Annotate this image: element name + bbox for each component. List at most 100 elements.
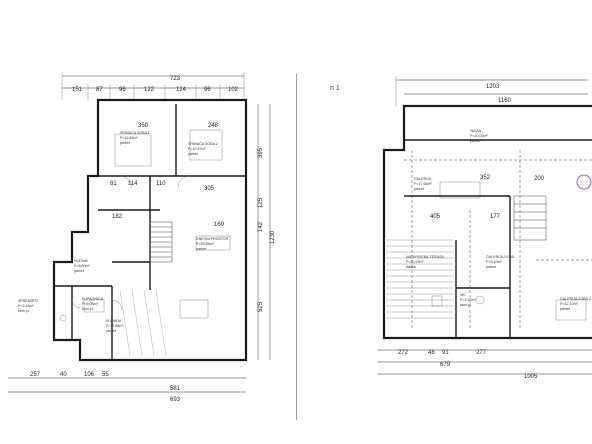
right-bottom-dim: 91: [442, 350, 449, 356]
right-inner-dim: 177: [490, 214, 501, 220]
left-vert-dim: 125: [258, 197, 264, 208]
room-area: P=2,67m²: [460, 298, 476, 302]
right-inner-dim: 352: [480, 175, 491, 181]
left-inner-dim: 248: [208, 123, 219, 129]
room-name: WC: [460, 293, 466, 297]
room-name: GALERIJA SOBA 2: [560, 297, 591, 301]
room-area: P=20,00m²: [470, 134, 488, 138]
left-staircase: [149, 221, 173, 263]
room-floor: parket: [486, 265, 496, 269]
left-furniture: [59, 129, 231, 322]
left-floor-plan: 723 151 87 96 122 124 96 102: [8, 72, 276, 403]
left-room-labels: SPAVAĆA SOBA 1 P=15,86m² parket SPAVAĆA …: [18, 130, 229, 333]
room-name: HODNIK: [74, 259, 89, 263]
room-floor: parket: [120, 141, 130, 145]
room-name: SPAVAĆA SOBA 2: [188, 141, 218, 146]
room-floor: parket: [188, 152, 198, 156]
right-bottom-dim: 48: [428, 350, 435, 356]
right-inner-dim: 200: [534, 176, 545, 182]
left-bottom-dim: 106: [84, 372, 95, 378]
right-top-dimensions: 1203 1160: [395, 76, 588, 106]
highlight-marker: [576, 174, 592, 190]
right-furniture: [431, 181, 587, 321]
right-bottom-dim: 277: [476, 350, 487, 356]
left-inner-dim: 110: [156, 181, 166, 187]
room-area: P=10,57m²: [188, 147, 206, 151]
left-dim-seg: 122: [144, 87, 155, 93]
room-name: KUHINJA: [106, 319, 122, 323]
right-floor-plan: n 1 1203 1160: [330, 76, 592, 380]
left-inner-dim: 114: [128, 181, 138, 187]
room-area: P=15,86m²: [120, 136, 138, 140]
room-area: P=6,10m²: [486, 260, 502, 264]
room-area: P=5,08m²: [82, 302, 98, 306]
left-inner-dim: 169: [214, 222, 225, 228]
room-floor: kam.pl.: [18, 309, 30, 313]
left-bottom-dim: 581: [170, 386, 181, 392]
left-vert-dim: 142: [258, 221, 264, 232]
right-top-dim: 1203: [486, 84, 500, 90]
room-floor: parket: [560, 307, 570, 311]
right-staircase: [513, 195, 547, 241]
room-name: GALERIJA SOBA: [486, 255, 515, 259]
room-area: P=17,65m²: [414, 182, 432, 186]
room-name: SPREMIŠTE: [18, 298, 39, 303]
room-floor: parket: [74, 269, 84, 273]
left-dim-seg: 96: [119, 87, 126, 93]
right-inner-dim: 405: [430, 214, 441, 220]
room-name: TAVAN: [470, 129, 482, 133]
left-hatch: [119, 289, 167, 357]
left-bottom-total: 693: [170, 397, 181, 403]
left-inner-dim: 81: [110, 181, 117, 187]
right-bottom-dim: 272: [398, 350, 409, 356]
right-bottom-dimensions: 272 48 91 277 679 1005: [378, 349, 592, 380]
right-bottom-dim: 679: [440, 362, 451, 368]
left-dim-seg: 124: [176, 87, 187, 93]
left-vert-dim: 395: [258, 147, 264, 158]
room-area: P=12,10m²: [560, 302, 578, 306]
room-area: P=17,86m²: [106, 324, 124, 328]
left-inner-dim: 350: [138, 123, 149, 129]
room-floor: parket: [470, 139, 480, 143]
left-top-dimensions: 723 151 87 96 122 124 96 102: [61, 72, 245, 100]
left-bottom-dim: 55: [102, 372, 109, 378]
right-interior-walls: [404, 139, 592, 338]
room-name: NATKRIVENA TERASA: [406, 255, 444, 259]
left-outer-wall: [52, 98, 248, 362]
room-name: SPAVAĆA SOBA 1: [120, 130, 150, 135]
room-area: P=20,93m²: [406, 260, 424, 264]
left-bottom-dim: 40: [60, 372, 67, 378]
left-bottom-dimensions: 257 40 106 55 581 693: [8, 372, 246, 403]
left-inner-dim: 182: [112, 214, 123, 220]
sheet-label: n 1: [330, 85, 340, 92]
room-name: GALERIJA: [414, 177, 432, 181]
room-floor: parket: [196, 247, 206, 251]
left-vert-dim: 525: [258, 301, 264, 312]
right-top-dim: 1160: [498, 98, 512, 104]
right-outer-wall: [382, 104, 592, 340]
left-vert-dim-total: 1230: [270, 230, 276, 244]
left-door-swings: [71, 175, 191, 311]
sheet-divider: [296, 74, 297, 420]
room-area: P=2,43m²: [18, 304, 34, 308]
left-dim-seg: 96: [204, 87, 211, 93]
right-room-labels: TAVAN P=20,00m² parket GALERIJA P=17,65m…: [406, 129, 591, 311]
left-bottom-dim: 257: [30, 372, 41, 378]
right-bottom-total: 1005: [524, 374, 538, 380]
left-dim-seg: 102: [228, 87, 239, 93]
room-floor: kam.pl.: [82, 307, 94, 311]
room-area: P=6,60m²: [74, 264, 90, 268]
left-overall-width: 723: [170, 76, 181, 82]
room-name: DNEVNI PROSTOR: [196, 237, 229, 241]
left-dim-seg: 151: [72, 87, 83, 93]
room-name: KUPAONICA: [82, 297, 104, 301]
right-terrace-boards: [386, 239, 454, 319]
room-floor: kam.pl.: [460, 303, 472, 307]
left-dim-seg: 87: [96, 87, 103, 93]
left-right-dimensions: 395 125 142 1230 525: [257, 104, 276, 360]
room-floor: parket: [414, 187, 424, 191]
room-area: P=26,85m²: [196, 242, 214, 246]
room-floor: daska: [406, 265, 416, 269]
